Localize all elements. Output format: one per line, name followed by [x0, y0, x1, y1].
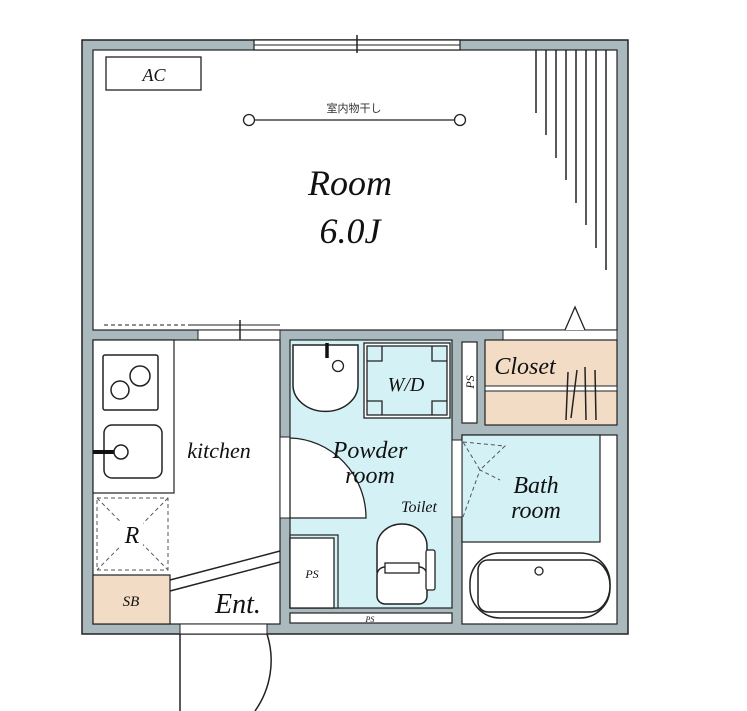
- pipe-space: [289, 537, 335, 609]
- drying-rod-label: 室内物干し: [327, 101, 382, 115]
- pipe-space-small-label: PS: [463, 375, 477, 389]
- bath-door[interactable]: [451, 439, 507, 518]
- powder-room-label-line2: room: [345, 463, 395, 489]
- shoe-box-label: SB: [123, 594, 140, 610]
- powder-room-door[interactable]: [279, 436, 367, 519]
- main-room: [92, 49, 618, 331]
- stove-icon: [102, 354, 159, 411]
- room-name: Room: [307, 163, 392, 203]
- toilet-icon: [376, 523, 436, 605]
- ac-label: AC: [141, 65, 166, 85]
- kitchen-label: kitchen: [187, 438, 251, 463]
- washer-dryer: [363, 342, 451, 419]
- room-size: 6.0J: [320, 211, 383, 251]
- closet: [484, 339, 618, 426]
- kitchen-sliding-door[interactable]: [104, 320, 281, 343]
- powder-room-label-line1: Powder: [332, 438, 408, 464]
- washer-dryer-label: W/D: [388, 374, 425, 396]
- closet-rod: [484, 366, 618, 421]
- toilet-label: Toilet: [401, 499, 437, 516]
- bathtub-icon: [469, 552, 611, 619]
- shoe-box: [92, 574, 171, 625]
- sink-icon: [93, 424, 163, 479]
- pipe-space-bottom-label: PS: [365, 615, 375, 624]
- washbasin-icon: [292, 343, 359, 413]
- closet-label: Closet: [494, 354, 557, 380]
- bath-room-label-line1: Bath: [513, 473, 558, 499]
- top-window: [253, 35, 461, 53]
- pipe-space-label: PS: [304, 567, 318, 581]
- pipe-space-bottom: [289, 612, 453, 624]
- drying-rod: [242, 113, 467, 127]
- bath-room-label-line2: room: [511, 498, 561, 524]
- curtain-lines: [535, 50, 607, 270]
- ac-unit: [105, 56, 202, 91]
- entrance-door[interactable]: [179, 623, 272, 711]
- refrigerator-label: R: [124, 523, 140, 549]
- entrance-step: [169, 550, 281, 592]
- pipe-space-small: [461, 341, 478, 424]
- entrance-label: Ent.: [214, 589, 261, 620]
